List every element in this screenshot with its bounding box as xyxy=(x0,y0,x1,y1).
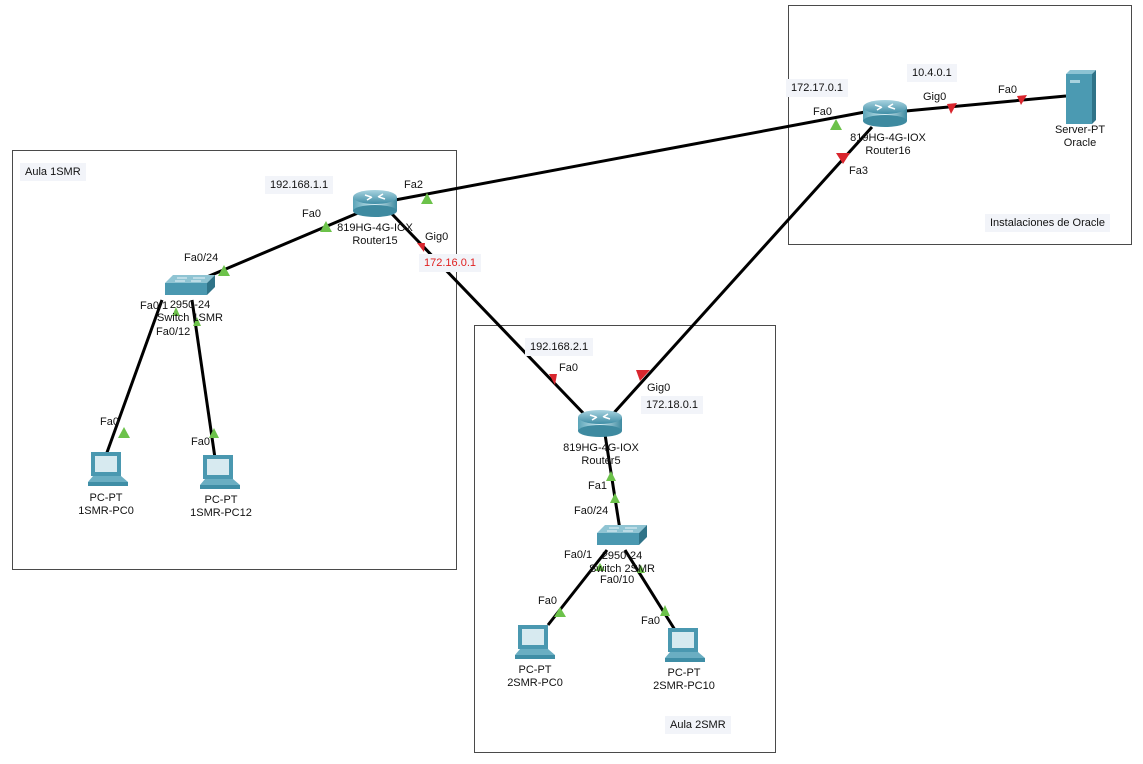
pc-icon[interactable] xyxy=(88,452,128,486)
pc-icon[interactable] xyxy=(665,628,705,662)
link-up-indicator xyxy=(830,119,842,130)
device-label-switch2: 2950-24 Switch 2SMR xyxy=(589,550,655,576)
link-down-indicator xyxy=(636,370,650,381)
port-label: Fa0 xyxy=(100,416,119,428)
link-sw2-pc10[interactable] xyxy=(623,549,677,631)
area-aula-2smr xyxy=(474,325,776,753)
device-model: 2950-24 xyxy=(601,550,643,562)
ip-note-r15-wan: 172.16.0.1 xyxy=(419,254,481,272)
device-label-pc2a: PC-PT 2SMR-PC0 xyxy=(507,664,563,690)
port-label: Fa0/24 xyxy=(184,252,219,264)
area-aula-1smr xyxy=(12,150,457,570)
device-label-router5: 819HG-4G-IOX Router5 xyxy=(563,442,639,468)
port-label: Fa0/1 xyxy=(140,300,169,312)
router-icon[interactable] xyxy=(863,100,907,127)
link-up-indicator xyxy=(595,563,605,571)
link-up-indicator xyxy=(320,221,332,232)
link-up-indicator xyxy=(610,493,620,503)
link-up-indicator xyxy=(172,307,180,316)
port-label: Fa3 xyxy=(849,165,868,177)
router-icon[interactable] xyxy=(578,410,622,437)
device-name: Switch 1SMR xyxy=(156,312,224,324)
link-down-indicator xyxy=(1017,95,1027,105)
device-model: 819HG-4G-IOX xyxy=(563,442,639,454)
link-r16-r5[interactable] xyxy=(610,125,874,417)
link-sw1-pc12[interactable] xyxy=(190,299,217,459)
device-label-server: Server-PT Oracle xyxy=(1055,124,1105,150)
port-label: Fa0/12 xyxy=(156,326,191,338)
link-up-indicator xyxy=(637,565,645,573)
area-label-aula-1smr: Aula 1SMR xyxy=(20,163,86,181)
device-model: 819HG-4G-IOX xyxy=(337,222,413,234)
device-name: Switch 2SMR xyxy=(588,563,656,575)
link-up-indicator xyxy=(193,317,201,326)
link-r15-r16[interactable] xyxy=(394,110,866,202)
device-name: 2SMR-PC0 xyxy=(507,677,563,689)
switch-icon[interactable] xyxy=(597,525,647,545)
port-label: Fa0/24 xyxy=(574,505,609,517)
port-label: Fa0 xyxy=(559,362,578,374)
device-name: 1SMR-PC0 xyxy=(78,505,134,517)
port-label: Gig0 xyxy=(425,231,449,243)
link-up-indicator xyxy=(660,605,670,616)
device-name: Oracle xyxy=(1063,137,1097,149)
port-label: Gig0 xyxy=(923,91,947,103)
link-up-indicator xyxy=(421,193,433,204)
area-label-oracle: Instalaciones de Oracle xyxy=(985,214,1110,232)
link-up-indicator xyxy=(209,428,219,438)
device-label-pc1a: PC-PT 1SMR-PC0 xyxy=(78,492,134,518)
link-up-indicator xyxy=(606,471,616,481)
port-label: Fa1 xyxy=(588,480,607,492)
port-label: Gig0 xyxy=(647,382,671,394)
device-label-pc2b: PC-PT 2SMR-PC10 xyxy=(653,667,715,693)
device-model: 2950-24 xyxy=(169,299,211,311)
port-label: Fa0 xyxy=(302,208,321,220)
link-down-indicator xyxy=(417,243,425,252)
area-label-aula-2smr: Aula 2SMR xyxy=(665,716,731,734)
port-label: Fa0 xyxy=(191,436,210,448)
port-label: Fa2 xyxy=(404,179,423,191)
device-label-pc1b: PC-PT 1SMR-PC12 xyxy=(190,494,252,520)
device-model: 819HG-4G-IOX xyxy=(850,132,926,144)
device-name: 2SMR-PC10 xyxy=(653,680,715,692)
port-label: Fa0 xyxy=(641,615,660,627)
link-up-indicator xyxy=(554,607,566,617)
link-r16-srv[interactable] xyxy=(894,94,1067,114)
device-label-router15: 819HG-4G-IOX Router15 xyxy=(337,222,413,248)
port-label: Fa0 xyxy=(538,595,557,607)
device-name: Router5 xyxy=(581,455,621,467)
pc-icon[interactable] xyxy=(200,455,240,489)
ip-note-r16-fa0: 172.17.0.1 xyxy=(786,79,848,97)
link-down-indicator xyxy=(947,103,957,114)
ip-note-r5-gig0: 172.18.0.1 xyxy=(641,396,703,414)
port-label: Fa0/1 xyxy=(564,549,593,561)
device-model: PC-PT xyxy=(89,492,123,504)
ip-note-r15-lan: 192.168.1.1 xyxy=(265,176,334,194)
link-sw1-pc0[interactable] xyxy=(103,299,164,459)
device-model: PC-PT xyxy=(667,667,701,679)
pc-icon[interactable] xyxy=(515,625,555,659)
switch-icon[interactable] xyxy=(165,275,215,295)
link-up-indicator xyxy=(118,427,130,438)
link-down-indicator xyxy=(549,374,557,385)
device-model: Server-PT xyxy=(1054,124,1106,136)
link-down-indicator xyxy=(836,153,850,164)
ip-note-r16-gig0: 10.4.0.1 xyxy=(907,64,957,82)
device-model: PC-PT xyxy=(518,664,552,676)
link-up-indicator xyxy=(218,265,230,276)
device-name: Router15 xyxy=(352,235,398,247)
port-label: Fa0 xyxy=(998,84,1017,96)
device-name: Router16 xyxy=(865,145,911,157)
device-label-switch1: 2950-24 Switch 1SMR xyxy=(157,299,223,325)
port-label: Fa0 xyxy=(813,106,832,118)
device-name: 1SMR-PC12 xyxy=(190,507,252,519)
ip-note-r5-lan: 192.168.2.1 xyxy=(525,338,594,356)
port-label: Fa0/10 xyxy=(600,574,635,586)
server-icon[interactable] xyxy=(1066,70,1096,124)
router-icon[interactable] xyxy=(353,190,397,217)
device-label-router16: 819HG-4G-IOX Router16 xyxy=(850,132,926,158)
device-model: PC-PT xyxy=(204,494,238,506)
